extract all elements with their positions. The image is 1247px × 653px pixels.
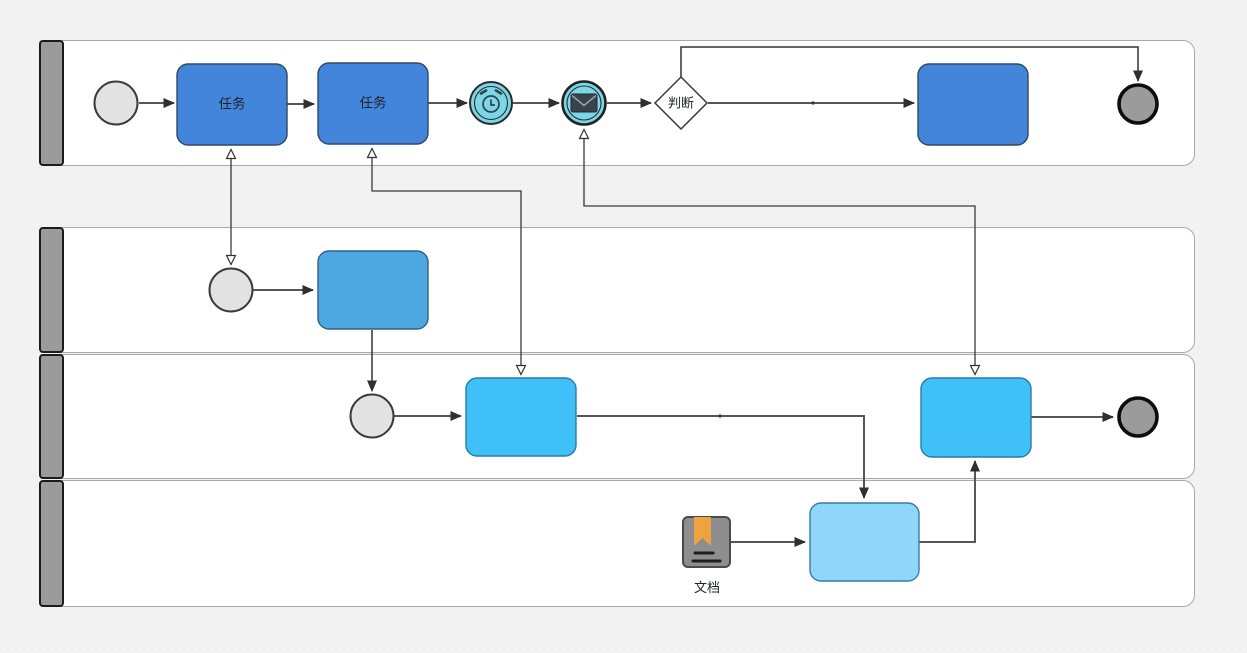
swimlane-2-header[interactable] [39, 227, 64, 353]
task-box-lane4[interactable] [809, 502, 920, 582]
task2-box[interactable] [317, 62, 429, 145]
flow-waypoint-dot [718, 414, 722, 418]
end-event-lane1[interactable] [1117, 83, 1159, 125]
start-event[interactable] [93, 80, 139, 126]
message-flow-task2-box3l[interactable] [366, 147, 527, 376]
flow-waypoint-dot [811, 101, 815, 105]
end-event-lane3[interactable] [1117, 396, 1159, 438]
timer-event[interactable] [469, 81, 513, 125]
document-node[interactable] [682, 516, 731, 568]
bookmark-ribbon-icon [694, 517, 711, 546]
intermediate-circle-lane3[interactable] [349, 393, 395, 439]
message-flow-message-box3r[interactable] [578, 128, 981, 376]
flow-gateway-bypass-to-end1[interactable] [680, 46, 1143, 82]
task1-box[interactable] [176, 63, 288, 146]
swimlane-4-header[interactable] [39, 480, 64, 607]
flow-box4-to-box3r[interactable] [919, 460, 980, 543]
message-event[interactable] [561, 80, 607, 126]
task-box-lane3-right[interactable] [920, 377, 1032, 458]
gateway-diamond[interactable] [653, 75, 709, 131]
swimlane-3-header[interactable] [39, 354, 64, 479]
task2-label: 任务 [360, 96, 387, 111]
task3-box[interactable] [917, 63, 1029, 146]
task1-label: 任务 [219, 97, 246, 112]
timer-clock-icon [479, 89, 503, 113]
swimlane-4-body[interactable] [39, 480, 1195, 607]
intermediate-circle-lane2[interactable] [208, 267, 254, 313]
document-label: 文档 [694, 580, 720, 595]
task-box-lane3-left[interactable] [465, 377, 577, 457]
flow-box3l-to-box4[interactable] [577, 415, 869, 499]
envelope-icon [570, 93, 598, 113]
gateway-label: 判断 [668, 96, 694, 111]
swimlane-1-header[interactable] [39, 40, 64, 166]
task-box-lane2[interactable] [317, 250, 429, 330]
